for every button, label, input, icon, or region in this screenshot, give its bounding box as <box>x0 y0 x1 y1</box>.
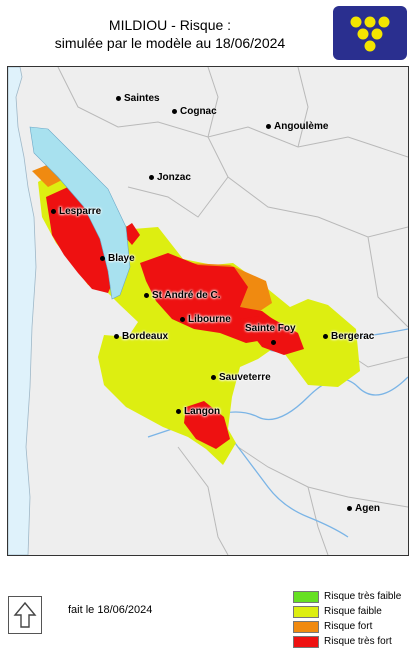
legend-item-low: Risque faible <box>293 604 401 619</box>
city-cognac: Cognac <box>172 106 217 118</box>
city-sauveterre: Sauveterre <box>211 372 271 384</box>
map-title: MILDIOU - Risque : simulée par le modèle… <box>0 16 340 52</box>
grape-cluster-icon <box>350 16 390 52</box>
city-dot-icon <box>323 333 328 339</box>
city-sainte-foy: Sainte Foy <box>245 323 296 334</box>
city-blaye: Blaye <box>100 253 135 265</box>
city-dot-icon <box>347 505 352 511</box>
date-label: fait le 18/06/2024 <box>68 604 153 616</box>
city-dot-icon <box>176 408 181 414</box>
city-dot-icon <box>144 292 149 298</box>
city-bergerac: Bergerac <box>323 331 374 343</box>
legend-item-very-low: Risque très faible <box>293 589 401 604</box>
city-saintes: Saintes <box>116 93 160 105</box>
city-dot-icon <box>100 255 105 261</box>
risk-map: Saintes Cognac Angoulème Jonzac Lesparre… <box>7 66 409 556</box>
title-line-2: simulée par le modèle au 18/06/2024 <box>54 35 286 51</box>
legend-item-high: Risque fort <box>293 619 401 634</box>
legend-item-very-high: Risque très fort <box>293 634 401 649</box>
city-bordeaux: Bordeaux <box>114 331 168 343</box>
city-langon: Langon <box>176 406 220 418</box>
legend-swatch <box>293 635 319 648</box>
map-canvas <box>8 67 408 555</box>
city-lesparre: Lesparre <box>51 206 101 218</box>
city-angouleme: Angoulème <box>266 121 328 133</box>
city-jonzac: Jonzac <box>149 172 191 184</box>
legend-swatch <box>293 590 319 603</box>
title-line-1: MILDIOU - Risque : <box>108 17 232 33</box>
city-dot-icon <box>51 208 56 214</box>
grape-logo <box>333 6 407 60</box>
city-dot-icon <box>116 95 121 101</box>
city-st-andre-de-cubzac: St André de C. <box>144 290 221 302</box>
city-dot-icon <box>180 316 185 322</box>
map-legend: Risque très faible Risque faible Risque … <box>293 589 401 649</box>
city-dot-icon <box>266 123 271 129</box>
city-dot-icon <box>172 108 177 114</box>
city-sainte-foy-dot <box>271 337 279 349</box>
city-dot-icon <box>149 174 154 180</box>
city-libourne: Libourne <box>180 314 231 326</box>
city-dot-icon <box>114 333 119 339</box>
legend-swatch <box>293 605 319 618</box>
city-agen: Agen <box>347 503 380 515</box>
city-dot-icon <box>271 339 276 345</box>
legend-swatch <box>293 620 319 633</box>
city-dot-icon <box>211 374 216 380</box>
north-arrow-icon <box>8 596 42 634</box>
